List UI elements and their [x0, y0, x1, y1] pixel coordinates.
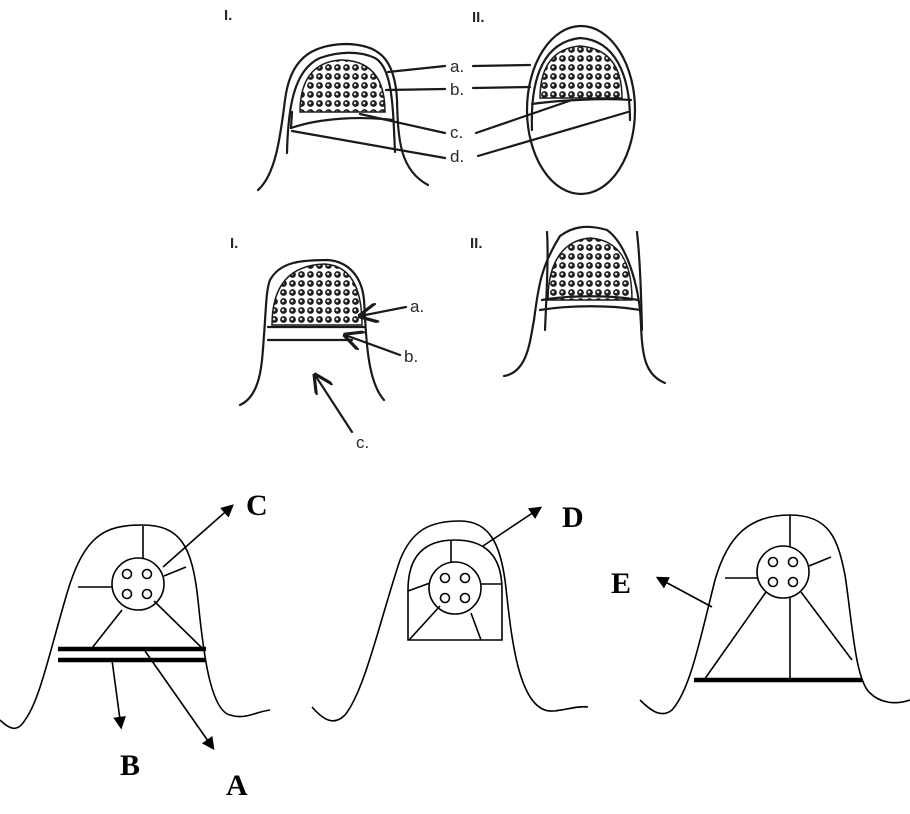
middle-labels: a. b. c.	[315, 297, 424, 452]
top-label-d: d.	[450, 147, 464, 166]
top-panel-I-structure	[256, 42, 430, 192]
middle-figure: I. II. a. b. c.	[230, 225, 667, 452]
top-label-c: c.	[450, 123, 463, 142]
middle-label-a: a.	[410, 297, 424, 316]
bottom-label-E: E	[611, 567, 631, 600]
middle-panel-II-structure	[502, 225, 667, 385]
bottom-diagram-3	[639, 514, 910, 715]
top-panel-I-label: I.	[224, 7, 232, 24]
top-label-a: a.	[450, 57, 464, 76]
bottom-diagram-1	[0, 504, 271, 751]
top-panel-II-label: II.	[472, 9, 485, 26]
middle-label-c: c.	[356, 433, 369, 452]
top-labels: a. b. c. d.	[290, 57, 630, 166]
bottom-label-B: B	[120, 749, 140, 782]
middle-panel-I-label: I.	[230, 235, 238, 252]
top-label-b: b.	[450, 80, 464, 99]
middle-panel-II-label: II.	[470, 235, 483, 252]
bottom-label-D: D	[562, 501, 584, 534]
top-panel-II-structure	[525, 24, 637, 196]
bottom-label-C: C	[246, 489, 268, 522]
bottom-label-A: A	[226, 769, 248, 802]
bottom-figure: C B A D	[0, 489, 910, 802]
top-figure: I. II. a. b. c. d.	[224, 7, 637, 196]
middle-panel-I-structure	[238, 258, 386, 407]
middle-label-b: b.	[404, 347, 418, 366]
bottom-diagram-2	[311, 506, 589, 722]
